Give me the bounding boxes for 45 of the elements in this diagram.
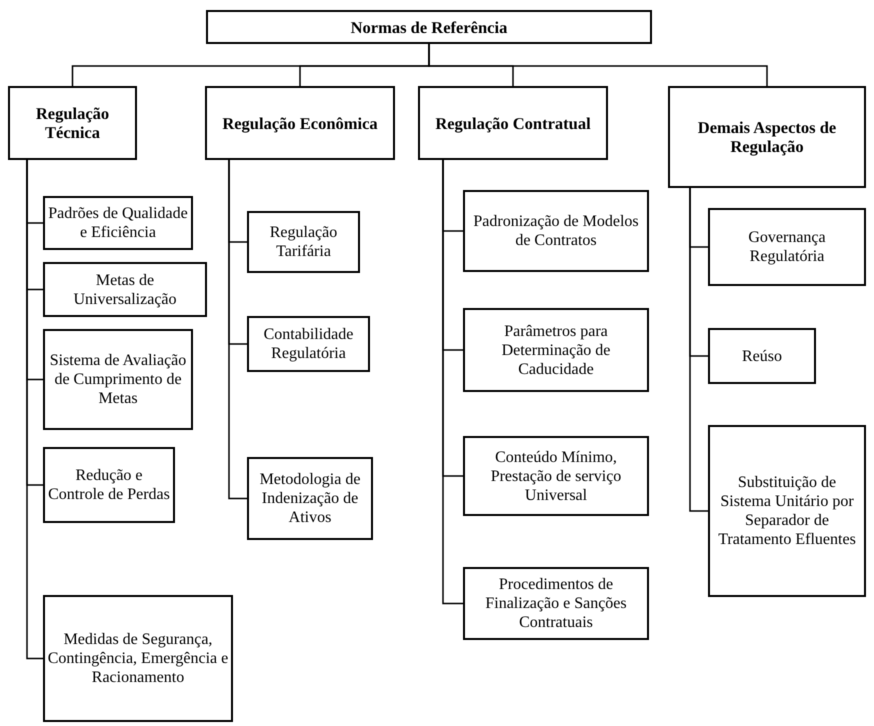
box-text: Parâmetros para Determinação de Caducidade	[500, 322, 612, 378]
topic-box	[463, 190, 649, 272]
box-text: Procedimentos de Finalização e Sanções Contratuais	[484, 575, 628, 632]
topic-box	[43, 595, 233, 722]
topic-box	[463, 436, 649, 516]
connector-line	[428, 44, 768, 86]
heading-box	[8, 86, 137, 160]
topic-box	[43, 196, 193, 250]
topic-box	[43, 447, 175, 523]
box-text: Padrões de Qualidade e Eficiência	[47, 204, 189, 242]
box-text: Medidas de Segurança, Contingência, Emergência e Racionamento	[47, 630, 229, 687]
box-text: Regulação Técnica	[34, 104, 110, 142]
box-text: Regulação Tarifária	[268, 223, 338, 261]
heading-box	[668, 86, 866, 188]
box-text: Metas de Universalização	[72, 270, 178, 308]
topic-box	[247, 457, 373, 540]
box-text: Governança Regulatória	[747, 228, 827, 266]
heading-box	[418, 86, 608, 160]
box-text: Sistema de Avaliação de Cumprimento de Metas	[48, 351, 188, 408]
box-text: Metodologia de Indenização de Ativos	[258, 470, 362, 527]
box-text: Padronização de Modelos de Contratos	[472, 212, 640, 250]
box-text: Normas de Referência	[350, 18, 508, 36]
box-text: Redução e Controle de Perdas	[47, 466, 171, 504]
topic-box	[708, 328, 816, 384]
box-text: Regulação Econômica	[222, 114, 378, 132]
topic-box	[247, 316, 370, 372]
topic-box	[463, 308, 649, 392]
topic-box	[708, 425, 866, 597]
box-text: Substituição de Sistema Unitário por Separador de Tratamento Efluentes	[717, 473, 857, 549]
topic-box	[463, 567, 649, 640]
topic-box	[247, 211, 360, 273]
connector-line	[442, 160, 463, 604]
box-text: Regulação Contratual	[435, 114, 591, 132]
topic-box	[43, 329, 193, 430]
topic-box	[708, 208, 866, 286]
box-text: Contabilidade Regulatória	[262, 325, 354, 363]
connector-line	[26, 160, 43, 660]
connector-line	[228, 160, 247, 500]
heading-box	[206, 10, 652, 44]
box-text: Demais Aspectos de Regulação	[696, 118, 838, 156]
heading-box	[205, 86, 395, 160]
topic-box	[43, 262, 207, 317]
box-text: Conteúdo Mínimo, Prestação de serviço Universal	[490, 448, 622, 504]
connector-line	[689, 188, 708, 512]
box-text: Reúso	[742, 346, 782, 366]
